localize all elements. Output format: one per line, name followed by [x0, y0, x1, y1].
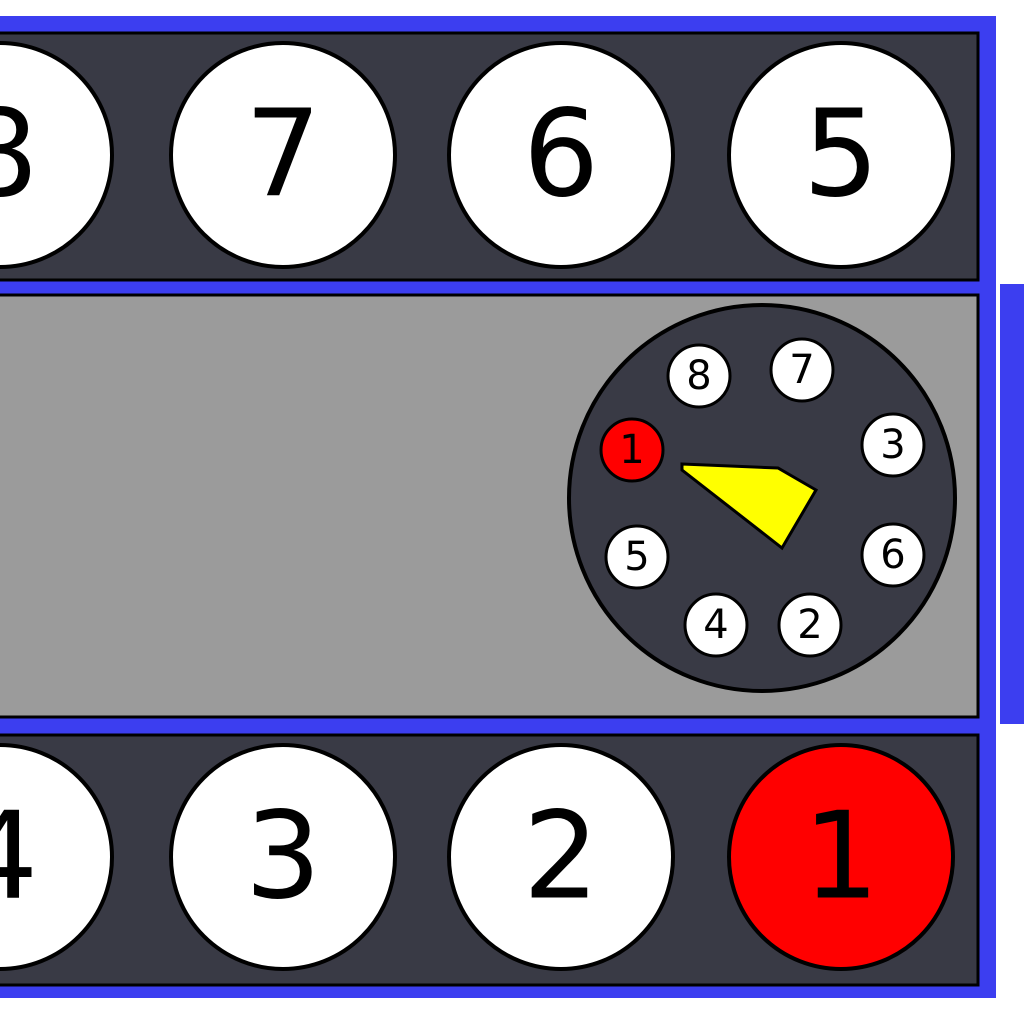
distributor-terminal-1: 1 — [599, 417, 665, 483]
distributor-terminal-7: 7 — [769, 337, 835, 403]
cylinder-label: 5 — [803, 86, 879, 225]
terminal-label: 4 — [703, 602, 728, 648]
terminal-circle — [860, 522, 926, 588]
cylinder-label: 2 — [523, 788, 599, 927]
distributor-terminal-6: 6 — [860, 522, 926, 588]
terminal-circle — [860, 412, 926, 478]
cylinder-label: 1 — [803, 788, 879, 927]
terminal-label: 8 — [686, 353, 711, 399]
engine-side-tab — [1000, 284, 1024, 724]
cylinder-bottom-3: 2 — [447, 743, 675, 971]
terminal-circle — [666, 343, 732, 409]
terminal-label: 1 — [619, 427, 644, 473]
distributor-terminal-8: 8 — [666, 343, 732, 409]
cylinder-top-4: 5 — [727, 41, 955, 269]
terminal-label: 3 — [880, 422, 905, 468]
cylinder-circle — [447, 41, 675, 269]
top-bank-cylinders: 8 7 6 5 — [0, 41, 955, 269]
terminal-label: 5 — [624, 534, 649, 580]
cylinder-label: 6 — [523, 86, 599, 225]
distributor-cap: 8 7 3 6 2 4 5 1 — [567, 303, 957, 693]
cylinder-label: 3 — [245, 788, 321, 927]
terminal-label: 2 — [797, 602, 822, 648]
cylinder-top-2: 7 — [169, 41, 397, 269]
cylinder-circle — [169, 41, 397, 269]
cylinder-bottom-1: 4 — [0, 743, 114, 971]
distributor-terminal-3: 3 — [860, 412, 926, 478]
cylinder-circle — [447, 743, 675, 971]
cylinder-circle — [0, 743, 114, 971]
cylinder-top-3: 6 — [447, 41, 675, 269]
distributor-terminal-4: 4 — [683, 592, 749, 658]
bottom-bank-cylinders: 4 3 2 1 — [0, 743, 955, 971]
cylinder-circle — [727, 743, 955, 971]
terminal-label: 7 — [789, 347, 814, 393]
terminal-label: 6 — [880, 532, 905, 578]
terminal-circle — [777, 592, 843, 658]
cylinder-circle — [0, 41, 114, 269]
terminal-circle — [683, 592, 749, 658]
distributor-rotor-icon — [680, 462, 819, 551]
cylinder-bottom-4: 1 — [727, 743, 955, 971]
cylinder-label: 7 — [245, 86, 321, 225]
terminal-circle — [604, 524, 670, 590]
cylinder-top-1: 8 — [0, 41, 114, 269]
cylinder-circle — [169, 743, 397, 971]
cylinder-label: 4 — [0, 788, 38, 927]
terminal-circle — [599, 417, 665, 483]
cylinder-label: 8 — [0, 86, 38, 225]
terminal-circle — [769, 337, 835, 403]
distributor-terminal-2: 2 — [777, 592, 843, 658]
cylinder-bottom-2: 3 — [169, 743, 397, 971]
cylinder-circle — [727, 41, 955, 269]
distributor-terminal-5: 5 — [604, 524, 670, 590]
